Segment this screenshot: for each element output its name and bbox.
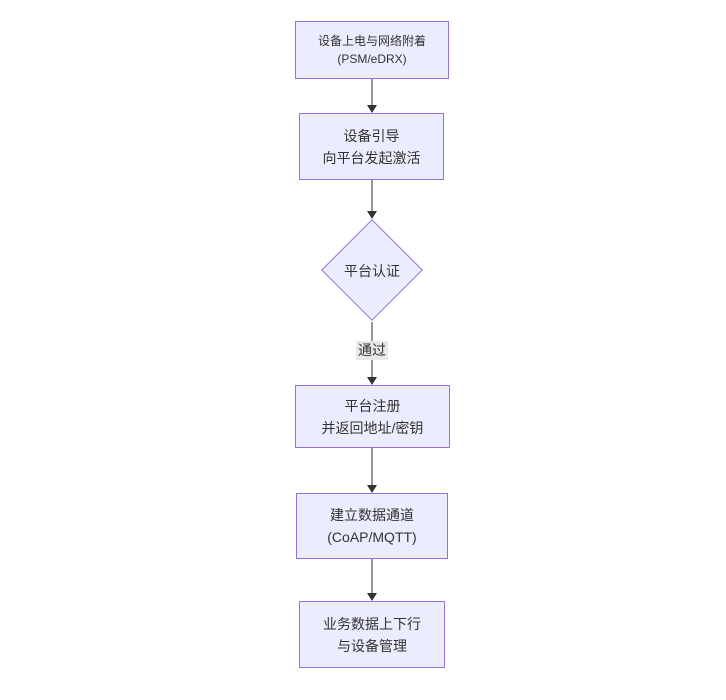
- node-data-channel: 建立数据通道 (CoAP/MQTT): [296, 493, 448, 559]
- node-text: 设备引导: [343, 127, 400, 144]
- node-bootstrap: 设备引导 向平台发起激活: [299, 113, 444, 180]
- connector-line: [371, 79, 373, 107]
- connector-register-to-channel: [367, 448, 377, 493]
- arrowhead-down-icon: [367, 377, 377, 385]
- node-text: 业务数据上下行: [323, 615, 421, 632]
- node-text: 设备上电与网络附着: [317, 34, 426, 48]
- node-text: (CoAP/MQTT): [327, 529, 417, 545]
- node-text: (PSM/eDRX): [337, 52, 407, 66]
- node-platform-auth-label: 平台认证: [344, 263, 400, 279]
- node-text: 平台注册: [344, 397, 401, 414]
- arrowhead-down-icon: [367, 485, 377, 493]
- connector-line: [371, 448, 373, 487]
- node-text: 与设备管理: [337, 637, 407, 654]
- node-business-data: 业务数据上下行 与设备管理: [299, 601, 445, 668]
- connector-bootstrap-to-auth: [367, 180, 377, 219]
- node-text: 向平台发起激活: [322, 149, 421, 166]
- arrowhead-down-icon: [367, 211, 377, 219]
- connector-line: [371, 559, 373, 595]
- connector-power-to-bootstrap: [367, 79, 377, 113]
- node-text: 建立数据通道: [330, 507, 414, 523]
- node-register: 平台注册 并返回地址/密钥: [295, 385, 450, 448]
- connector-line: [371, 180, 373, 213]
- node-power-attach: 设备上电与网络附着 (PSM/eDRX): [295, 21, 449, 79]
- arrowhead-down-icon: [367, 593, 377, 601]
- edge-label-pass: 通过: [356, 341, 388, 360]
- arrowhead-down-icon: [367, 105, 377, 113]
- node-text: 并返回地址/密钥: [321, 419, 424, 436]
- connector-channel-to-business: [367, 559, 377, 601]
